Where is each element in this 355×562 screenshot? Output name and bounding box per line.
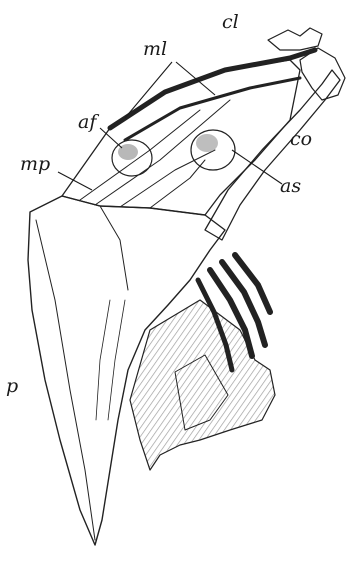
posterior-blade [130,300,275,470]
label-as: as [280,175,301,197]
clavicle [268,28,322,50]
label-co: co [290,128,312,150]
coracoid [205,48,345,240]
label-ml: ml [143,38,167,60]
label-cl: cl [222,11,239,33]
label-af: af [78,111,99,133]
label-mp: mp [20,153,50,175]
label-p: p [6,375,18,397]
thoracic-cavity [62,60,300,215]
